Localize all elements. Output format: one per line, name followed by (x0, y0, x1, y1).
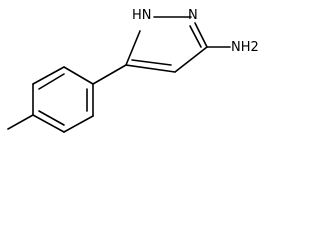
methyl-bond (7, 114, 34, 130)
pyrazole-ring (125, 16, 208, 73)
benzene-bond-6 (32, 114, 65, 133)
molecule-diagram: HN N NH2 (7, 8, 259, 133)
benzene-bond-3 (63, 66, 94, 85)
atom-label-nh: HN (132, 8, 152, 23)
atom-label-nh2: NH2 (231, 40, 259, 55)
structure-canvas: HN N NH2 (0, 0, 268, 142)
benzene-double-1 (38, 73, 65, 90)
pyrazole-bond-c3-c4 (174, 46, 208, 73)
pyrazole-bond-c4-c5 (125, 64, 176, 73)
atom-label-n: N (188, 8, 198, 23)
pyrazole-bond-n2-c3 (194, 22, 208, 48)
benzene-ring (32, 66, 94, 133)
benzene-bond-2 (32, 66, 65, 85)
pyrazole-double-c4-c5 (131, 59, 172, 66)
aryl-pyrazole-bond (92, 64, 127, 85)
benzene-bond-5 (63, 115, 94, 133)
benzene-double-3 (38, 110, 65, 126)
pyrazole-bond-c5-n1 (125, 30, 141, 66)
pyrazole-double-n2-c3 (189, 25, 202, 48)
